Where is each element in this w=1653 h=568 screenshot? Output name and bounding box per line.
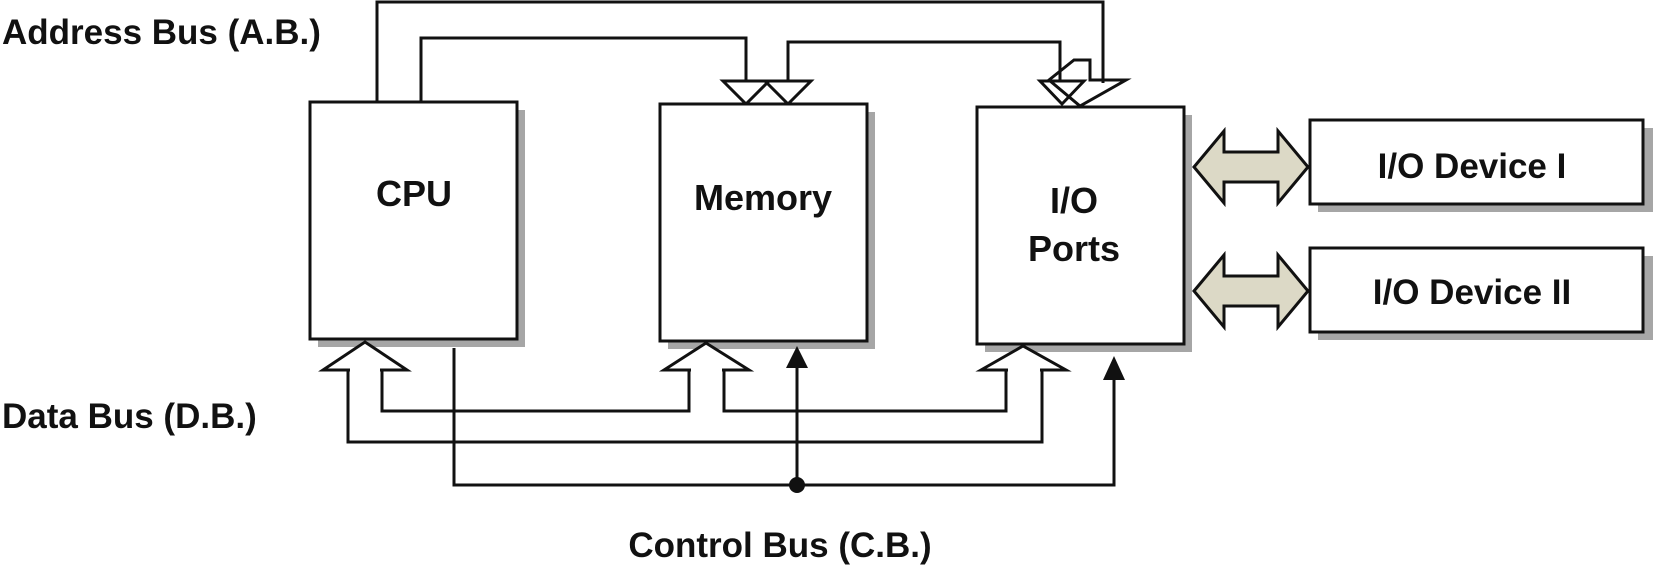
io-device-1-link-arrow — [1192, 126, 1310, 208]
io-ports-block: I/O Ports — [975, 105, 1192, 352]
io-ports-label-line1: I/O — [1050, 180, 1098, 221]
address-bus-label: Address Bus (A.B.) — [2, 13, 321, 52]
control-bus-label: Control Bus (C.B.) — [628, 526, 931, 565]
address-bus-inner-line — [419, 36, 748, 102]
address-bus-arrow-io-branch — [1036, 79, 1088, 107]
cpu-block: CPU — [308, 100, 525, 347]
address-bus-arrow-memory-branch — [761, 79, 815, 107]
memory-label: Memory — [694, 177, 832, 218]
address-bus-arrow-to-io — [1046, 58, 1132, 108]
io-device-1-block: I/O Device I — [1308, 118, 1653, 212]
control-bus-lines — [452, 348, 1116, 487]
io-device-2-link-arrow — [1192, 250, 1310, 332]
io-ports-label-line2: Ports — [1028, 228, 1120, 269]
address-bus-memory-io-branch — [786, 40, 1062, 81]
address-bus-arrow-to-memory — [719, 79, 773, 107]
control-bus-arrow-io — [1103, 356, 1125, 380]
memory-block: Memory — [658, 102, 875, 349]
io-device-2-block: I/O Device II — [1308, 246, 1653, 340]
control-bus-arrow-memory — [786, 346, 808, 368]
address-bus-outer-line — [375, 0, 1105, 102]
io-device-1-label: I/O Device I — [1378, 147, 1567, 186]
data-bus-lines — [346, 370, 1044, 444]
io-device-2-label: I/O Device II — [1373, 273, 1571, 312]
control-bus-junction-dot — [789, 477, 805, 493]
data-bus-label: Data Bus (D.B.) — [2, 397, 257, 436]
cpu-label: CPU — [376, 173, 452, 214]
